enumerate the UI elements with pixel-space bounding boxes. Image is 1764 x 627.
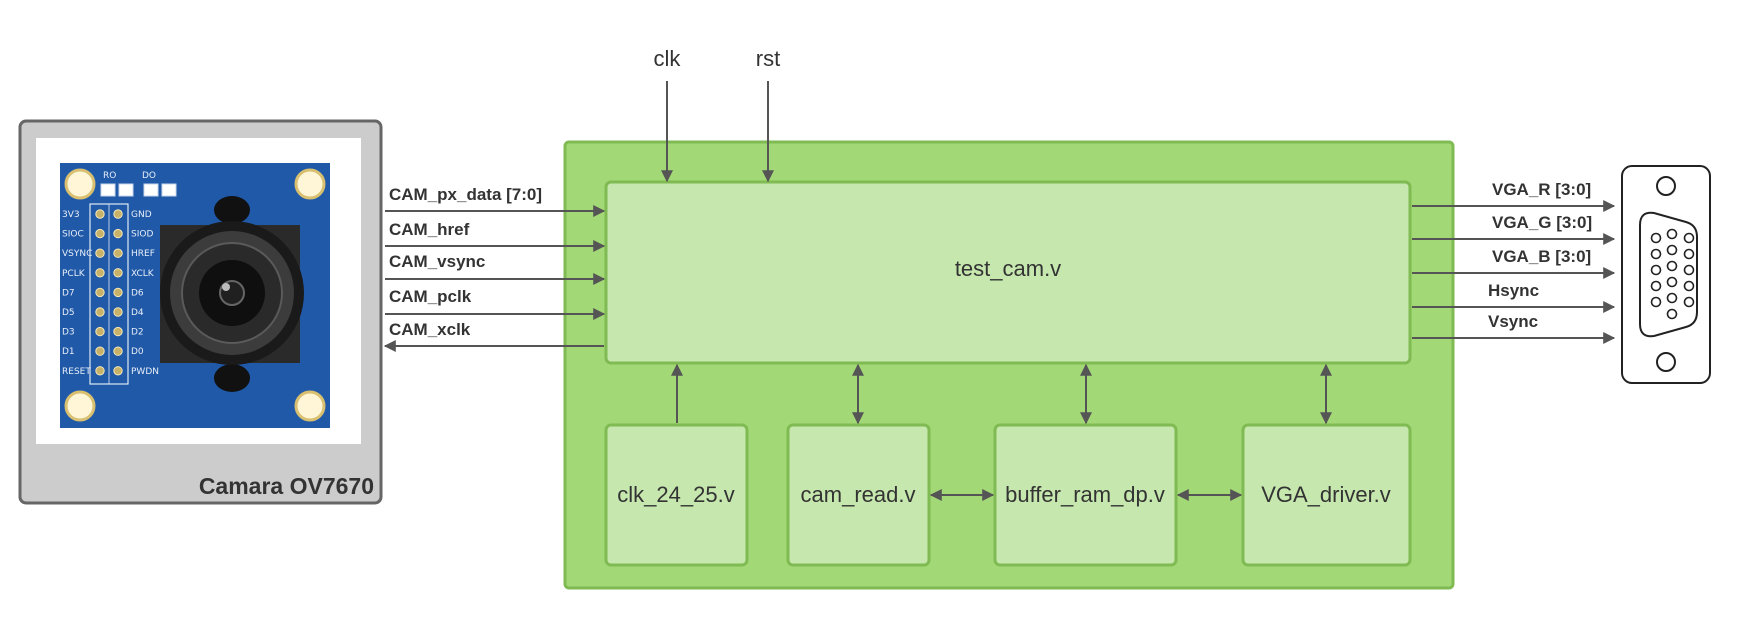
pcb-pin-label: 3V3 xyxy=(62,210,80,220)
signal-label: VGA_B [3:0] xyxy=(1492,247,1591,266)
vga-connector-icon xyxy=(1621,165,1711,384)
signal-label: CAM_pclk xyxy=(389,287,472,306)
header-pin xyxy=(113,346,123,356)
vga-pin xyxy=(1683,248,1695,260)
vga-pin xyxy=(1650,280,1662,292)
rst-label: rst xyxy=(756,46,780,71)
vga-pins xyxy=(1650,228,1695,320)
submodule-buffer-ram: buffer_ram_dp.v xyxy=(993,423,1178,567)
header-pin xyxy=(113,209,123,219)
submodule-label: buffer_ram_dp.v xyxy=(1005,482,1165,507)
header-pin xyxy=(95,326,105,337)
header-pin xyxy=(113,366,123,376)
vga-signal-vsync: Vsync xyxy=(1412,312,1616,344)
top-module-label: test_cam.v xyxy=(955,256,1061,281)
pcb-pin-label: D4 xyxy=(131,308,144,318)
pcb-label-ro: RO xyxy=(103,171,116,181)
pcb-pin-label: D3 xyxy=(62,328,75,338)
clk-label: clk xyxy=(654,46,682,71)
header-pin xyxy=(95,346,105,356)
vga-pin xyxy=(1683,232,1695,244)
pcb-pin-label: D0 xyxy=(131,347,144,357)
vga-pin xyxy=(1666,308,1678,320)
camera-signal-href: CAM_href xyxy=(385,220,606,252)
vga-pin xyxy=(1650,264,1662,276)
signal-label: CAM_vsync xyxy=(389,252,485,271)
header-pin xyxy=(113,326,123,337)
header-pin xyxy=(95,366,105,376)
header-pin xyxy=(95,228,105,239)
pcb-pin-label: GND xyxy=(131,210,152,220)
pcb-pin-label: PCLK xyxy=(62,269,86,279)
signal-label: VGA_G [3:0] xyxy=(1492,213,1592,232)
camera-signal-pclk: CAM_pclk xyxy=(385,287,606,320)
vga-pin xyxy=(1666,292,1678,304)
vga-pin xyxy=(1666,244,1678,256)
signal-label: CAM_px_data [7:0] xyxy=(389,185,542,204)
pcb-pin-label: D6 xyxy=(131,288,144,298)
signal-label: CAM_href xyxy=(389,220,470,239)
pcb-pin-label: VSYNC xyxy=(62,249,92,259)
header-pin xyxy=(113,287,123,298)
submodule-box xyxy=(993,423,1178,567)
vga-pin xyxy=(1666,276,1678,288)
signal-label: CAM_xclk xyxy=(389,320,471,339)
submodule-clk: clk_24_25.v xyxy=(604,423,749,567)
vga-pin xyxy=(1650,248,1662,260)
pcb-pin-label: D7 xyxy=(62,288,75,298)
header-pin xyxy=(95,307,105,317)
vga-pin xyxy=(1650,232,1662,244)
pcb-pin-label: D1 xyxy=(62,347,75,357)
header-pins xyxy=(95,209,123,376)
pcb-pin-label: XCLK xyxy=(131,269,155,279)
submodule-label: VGA_driver.v xyxy=(1261,482,1391,507)
header-pin xyxy=(113,248,123,258)
vga-pin xyxy=(1683,280,1695,292)
camera-signal-px-data: CAM_px_data [7:0] xyxy=(385,185,606,217)
pcb-label-do: DO xyxy=(142,171,156,181)
vga-pin xyxy=(1683,296,1695,308)
header-pin xyxy=(113,228,123,239)
header-pin xyxy=(95,248,105,258)
submodule-cam-read: cam_read.v xyxy=(786,423,931,567)
vga-signal-b: VGA_B [3:0] xyxy=(1412,247,1616,279)
signal-label: VGA_R [3:0] xyxy=(1492,180,1591,199)
vga-pin xyxy=(1666,228,1678,240)
camera-label: Camara OV7670 xyxy=(199,473,374,499)
submodule-box xyxy=(786,423,931,567)
pcb-pin-label: SIOC xyxy=(62,230,84,240)
vga-signal-r: VGA_R [3:0] xyxy=(1412,180,1616,212)
vga-pin xyxy=(1650,296,1662,308)
vga-pin xyxy=(1666,260,1678,272)
header-pin xyxy=(95,209,105,219)
header-pin xyxy=(95,268,105,278)
header-pin xyxy=(113,268,123,278)
header-pin xyxy=(113,307,123,317)
submodule-label: cam_read.v xyxy=(801,482,916,507)
signal-label: Hsync xyxy=(1488,281,1539,300)
signal-label: Vsync xyxy=(1488,312,1538,331)
vga-signal-hsync: Hsync xyxy=(1412,281,1616,313)
submodule-vga-driver: VGA_driver.v xyxy=(1241,423,1412,567)
top-module-box xyxy=(604,180,1412,365)
pcb-pin-label: D2 xyxy=(131,328,144,338)
pcb-pin-label: HREF xyxy=(131,249,155,259)
submodule-box xyxy=(604,423,749,567)
vga-signal-g: VGA_G [3:0] xyxy=(1412,213,1616,245)
submodule-box xyxy=(1241,423,1412,567)
pcb-pin-label: RESET xyxy=(62,367,91,377)
vga-pin xyxy=(1683,264,1695,276)
camera-signal-xclk: CAM_xclk xyxy=(383,320,604,352)
pcb-pin-label: D5 xyxy=(62,308,75,318)
header-pin xyxy=(95,287,105,298)
camera-signal-vsync: CAM_vsync xyxy=(385,252,606,285)
submodule-label: clk_24_25.v xyxy=(617,482,734,507)
pcb-pin-label: SIOD xyxy=(131,230,153,240)
pcb-pin-label: PWDN xyxy=(131,367,159,377)
